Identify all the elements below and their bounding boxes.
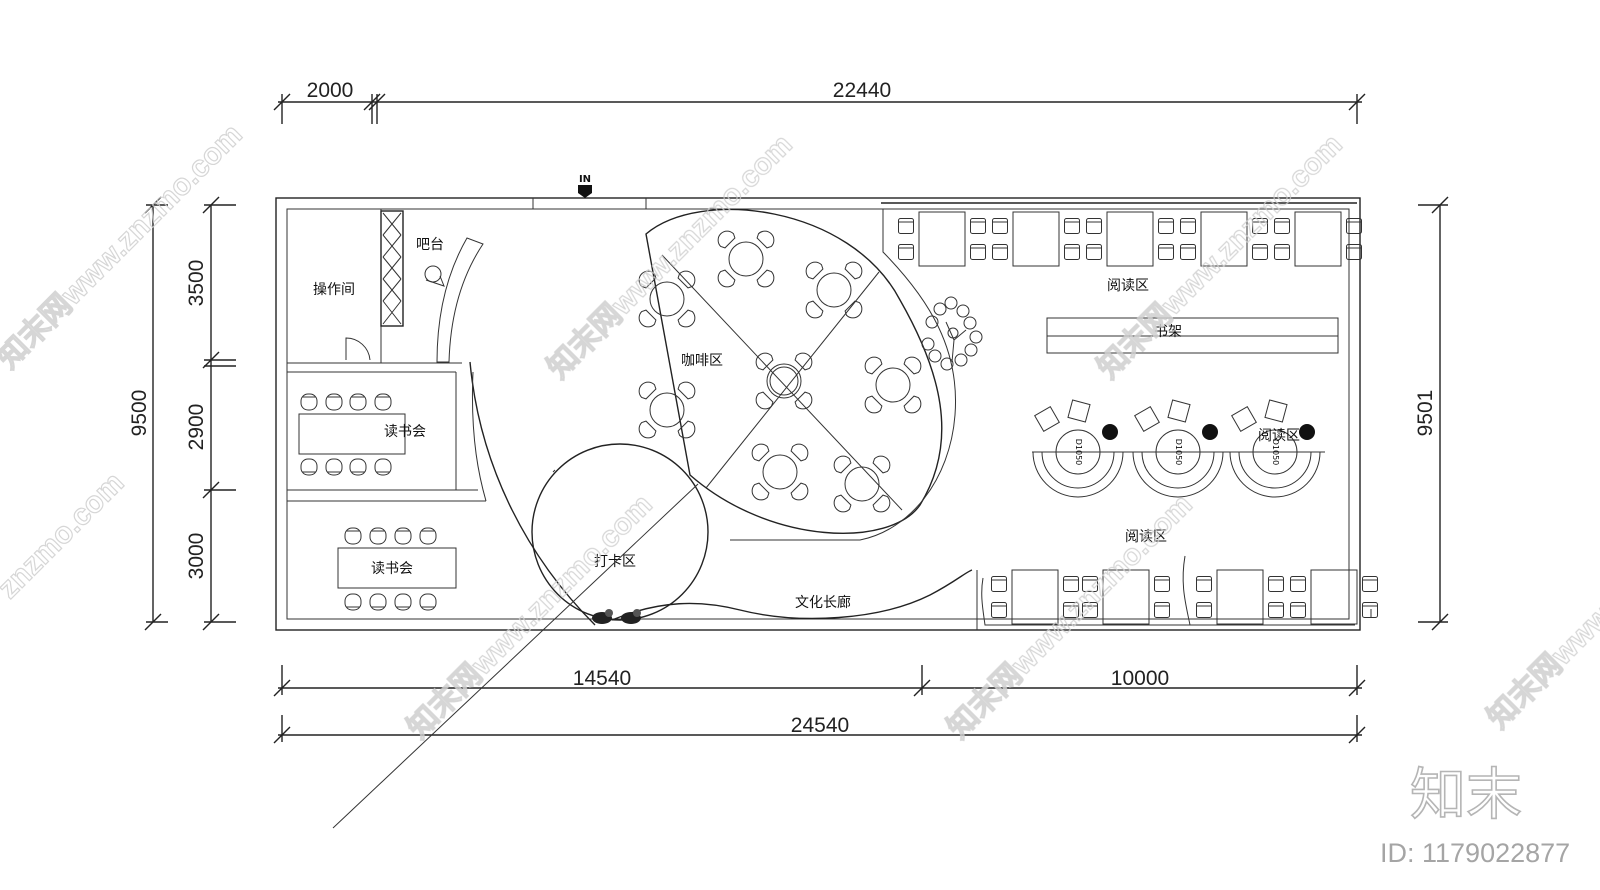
watermark-6: znzmo.com (0, 466, 130, 605)
section-cut-line (332, 483, 699, 829)
book-club-upper-table (298, 393, 406, 476)
bookshelf: 书架 (1046, 317, 1339, 354)
label-book-club-upper: 读书会 (384, 423, 426, 440)
dimension-left-lower: 3000 (185, 533, 208, 580)
image-id: ID: 1179022877 (1380, 838, 1570, 868)
round-reading-tables: D1050 D1050 D1050 阅读区 (1032, 399, 1325, 498)
reading-zone-bottom: 阅读区 (992, 528, 1378, 624)
label-reading-right: 阅读区 (1258, 427, 1300, 444)
dimension-bottom-total: 24540 (791, 714, 849, 737)
label-bookshelf: 书架 (1154, 324, 1182, 340)
dimension-left: 9500 3500 2900 3000 (128, 196, 236, 631)
curved-partitions: 打卡区 文化长廊 (469, 209, 1372, 630)
label-checkin: 打卡区 (594, 553, 636, 570)
dimension-top-left: 2000 (307, 79, 354, 102)
dimension-left-total: 9500 (128, 390, 151, 437)
watermark-3: 知末网www.znzmo.com (1092, 128, 1349, 385)
dimension-top-right: 22440 (833, 79, 891, 102)
checkin-props (592, 609, 641, 624)
table-tag-1: D1050 (1074, 439, 1083, 466)
entrance-marker: IN (578, 174, 592, 198)
bar-counter: 吧台 (416, 237, 484, 363)
brand-logo: 知末 (1410, 763, 1522, 828)
label-reading-top: 阅读区 (1107, 277, 1149, 294)
table-tag-3: D1050 (1271, 439, 1280, 466)
label-bar-counter: 吧台 (416, 237, 444, 253)
dimension-bottom-left: 14540 (573, 667, 631, 690)
tree-icon (921, 296, 983, 371)
cafe-zone: 咖啡区 (635, 208, 943, 534)
label-reading-bottom: 阅读区 (1125, 528, 1167, 545)
label-cafe: 咖啡区 (681, 353, 723, 369)
dimension-right-total: 9501 (1414, 390, 1437, 437)
dimension-bottom: 14540 10000 24540 (273, 665, 1366, 744)
label-book-club-lower: 读书会 (371, 560, 413, 577)
operation-room: 操作间 (287, 209, 462, 364)
dimension-bottom-right: 10000 (1111, 667, 1169, 690)
dimension-left-upper: 3500 (185, 260, 208, 307)
book-club-lower-table (337, 527, 457, 611)
label-culture-corridor: 文化长廊 (795, 594, 851, 611)
dimension-top: 2000 22440 (273, 79, 1366, 124)
dimension-right: 9501 (1414, 196, 1449, 631)
book-club-rooms: 读书会 读书会 (287, 371, 486, 611)
reading-zone-top: 阅读区 (899, 212, 1362, 294)
entrance-label: IN (579, 174, 591, 185)
table-tag-2: D1050 (1174, 439, 1183, 466)
dimension-left-middle: 2900 (185, 404, 208, 451)
watermark-2: 知末网www.znzmo.com (542, 128, 799, 385)
label-operation-room: 操作间 (313, 282, 355, 298)
watermark-7: 知末网www.znzmo.com (1482, 478, 1600, 735)
watermark-5: 知末网www.znzmo.com (942, 488, 1199, 745)
